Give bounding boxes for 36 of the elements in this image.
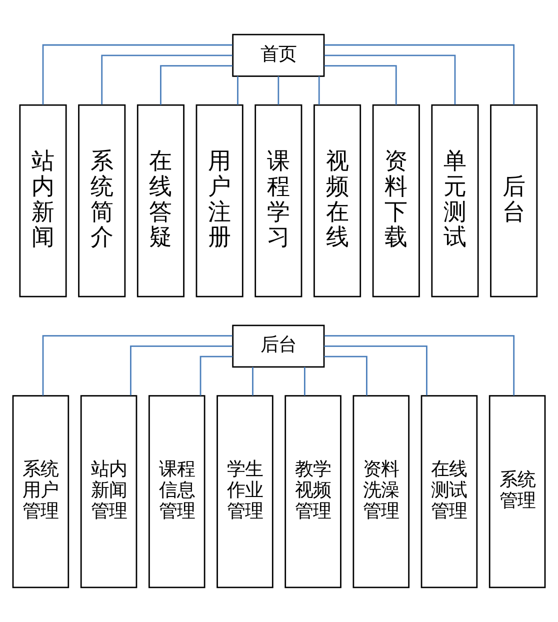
node-box: 资料下载 [372, 104, 420, 298]
connector [324, 346, 428, 396]
node-box: 单元测试 [431, 104, 479, 298]
node-box: 站内新闻 [19, 104, 67, 298]
node-box: 用户注册 [196, 104, 244, 298]
connector [324, 54, 456, 105]
node-box: 资料洗澡管理 [352, 395, 410, 588]
connector [324, 335, 515, 396]
connector [252, 367, 254, 396]
connector [237, 76, 238, 105]
connector [304, 367, 306, 396]
node-box: 系统管理 [488, 395, 546, 588]
node-box: 在线测试管理 [420, 395, 478, 588]
connector [324, 356, 368, 396]
connector [101, 54, 232, 105]
node-box: 教学视频管理 [284, 395, 342, 588]
node-box: 系统用户管理 [12, 395, 70, 588]
connector [318, 76, 320, 105]
node-box: 后台 [490, 104, 538, 298]
node-box: 课程学习 [254, 104, 302, 298]
connector [324, 44, 515, 105]
node-box: 首页 [232, 34, 325, 77]
node-box: 站内新闻管理 [80, 395, 138, 588]
node-box: 视频在线 [314, 104, 362, 298]
connector [160, 65, 233, 105]
connector [200, 356, 233, 396]
node-box: 后台 [232, 324, 325, 368]
connector [42, 44, 232, 105]
connector [130, 346, 232, 396]
connector [278, 76, 280, 105]
node-box: 在线答疑 [136, 104, 184, 298]
node-box: 系统简介 [78, 104, 126, 298]
node-box: 课程信息管理 [148, 395, 206, 588]
connector [324, 65, 397, 105]
connector [42, 335, 232, 396]
node-box: 学生作业管理 [216, 395, 274, 588]
